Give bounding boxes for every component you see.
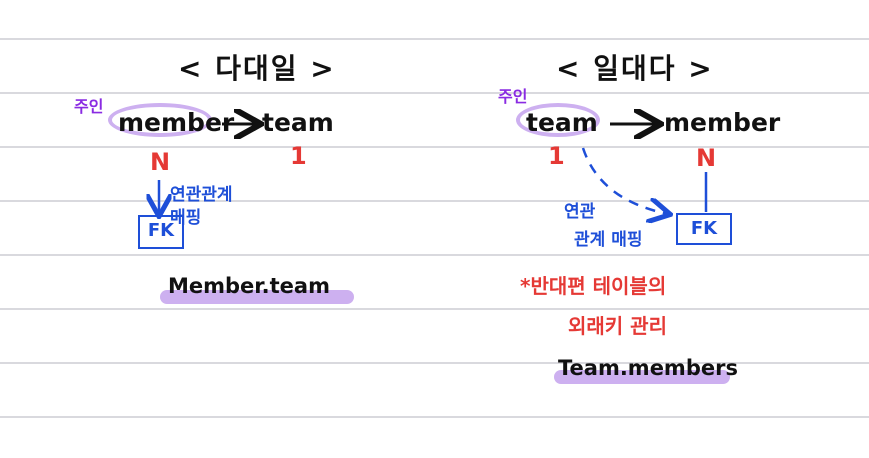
- ruled-line: [0, 308, 869, 310]
- ruled-line: [0, 92, 869, 94]
- right-field-highlight: [554, 370, 730, 384]
- right-entity-target: member: [664, 108, 781, 137]
- left-cardinality-owner: N: [150, 148, 171, 176]
- fk-dashed-arrow-right: [581, 147, 668, 214]
- left-field-ref: Member.team: [168, 274, 330, 298]
- right-owner-label: 주인: [498, 87, 528, 106]
- owner-highlight-ellipse-left: [108, 103, 212, 137]
- left-entity-owner: member: [118, 108, 235, 137]
- left-title: < 다대일 >: [178, 52, 336, 85]
- left-cardinality-target: 1: [290, 142, 307, 170]
- right-cardinality-target: N: [696, 144, 717, 172]
- left-entity-target: team: [262, 108, 334, 137]
- left-fk-box: FK: [138, 215, 184, 249]
- ruled-line: [0, 416, 869, 418]
- right-mapping-note-line1: 연관: [564, 202, 596, 222]
- right-warning-line2: 외래키 관리: [568, 314, 667, 338]
- ruled-line: [0, 146, 869, 148]
- right-cardinality-owner: 1: [548, 142, 565, 170]
- right-title: < 일대다 >: [556, 52, 714, 85]
- ruled-line: [0, 362, 869, 364]
- left-field-highlight: [160, 290, 354, 304]
- owner-highlight-ellipse-right: [516, 103, 600, 137]
- right-warning-line1: *반대편 테이블의: [520, 274, 667, 298]
- right-entity-owner: team: [526, 108, 598, 137]
- ruled-line: [0, 38, 869, 40]
- left-owner-label: 주인: [74, 97, 104, 116]
- right-field-ref: Team.members: [558, 356, 738, 380]
- right-mapping-note-line2: 관계 매핑: [574, 230, 643, 250]
- right-fk-box: FK: [676, 213, 732, 245]
- ruled-line: [0, 254, 869, 256]
- ruled-line: [0, 200, 869, 202]
- left-mapping-note: 연관관계 매핑: [170, 185, 233, 228]
